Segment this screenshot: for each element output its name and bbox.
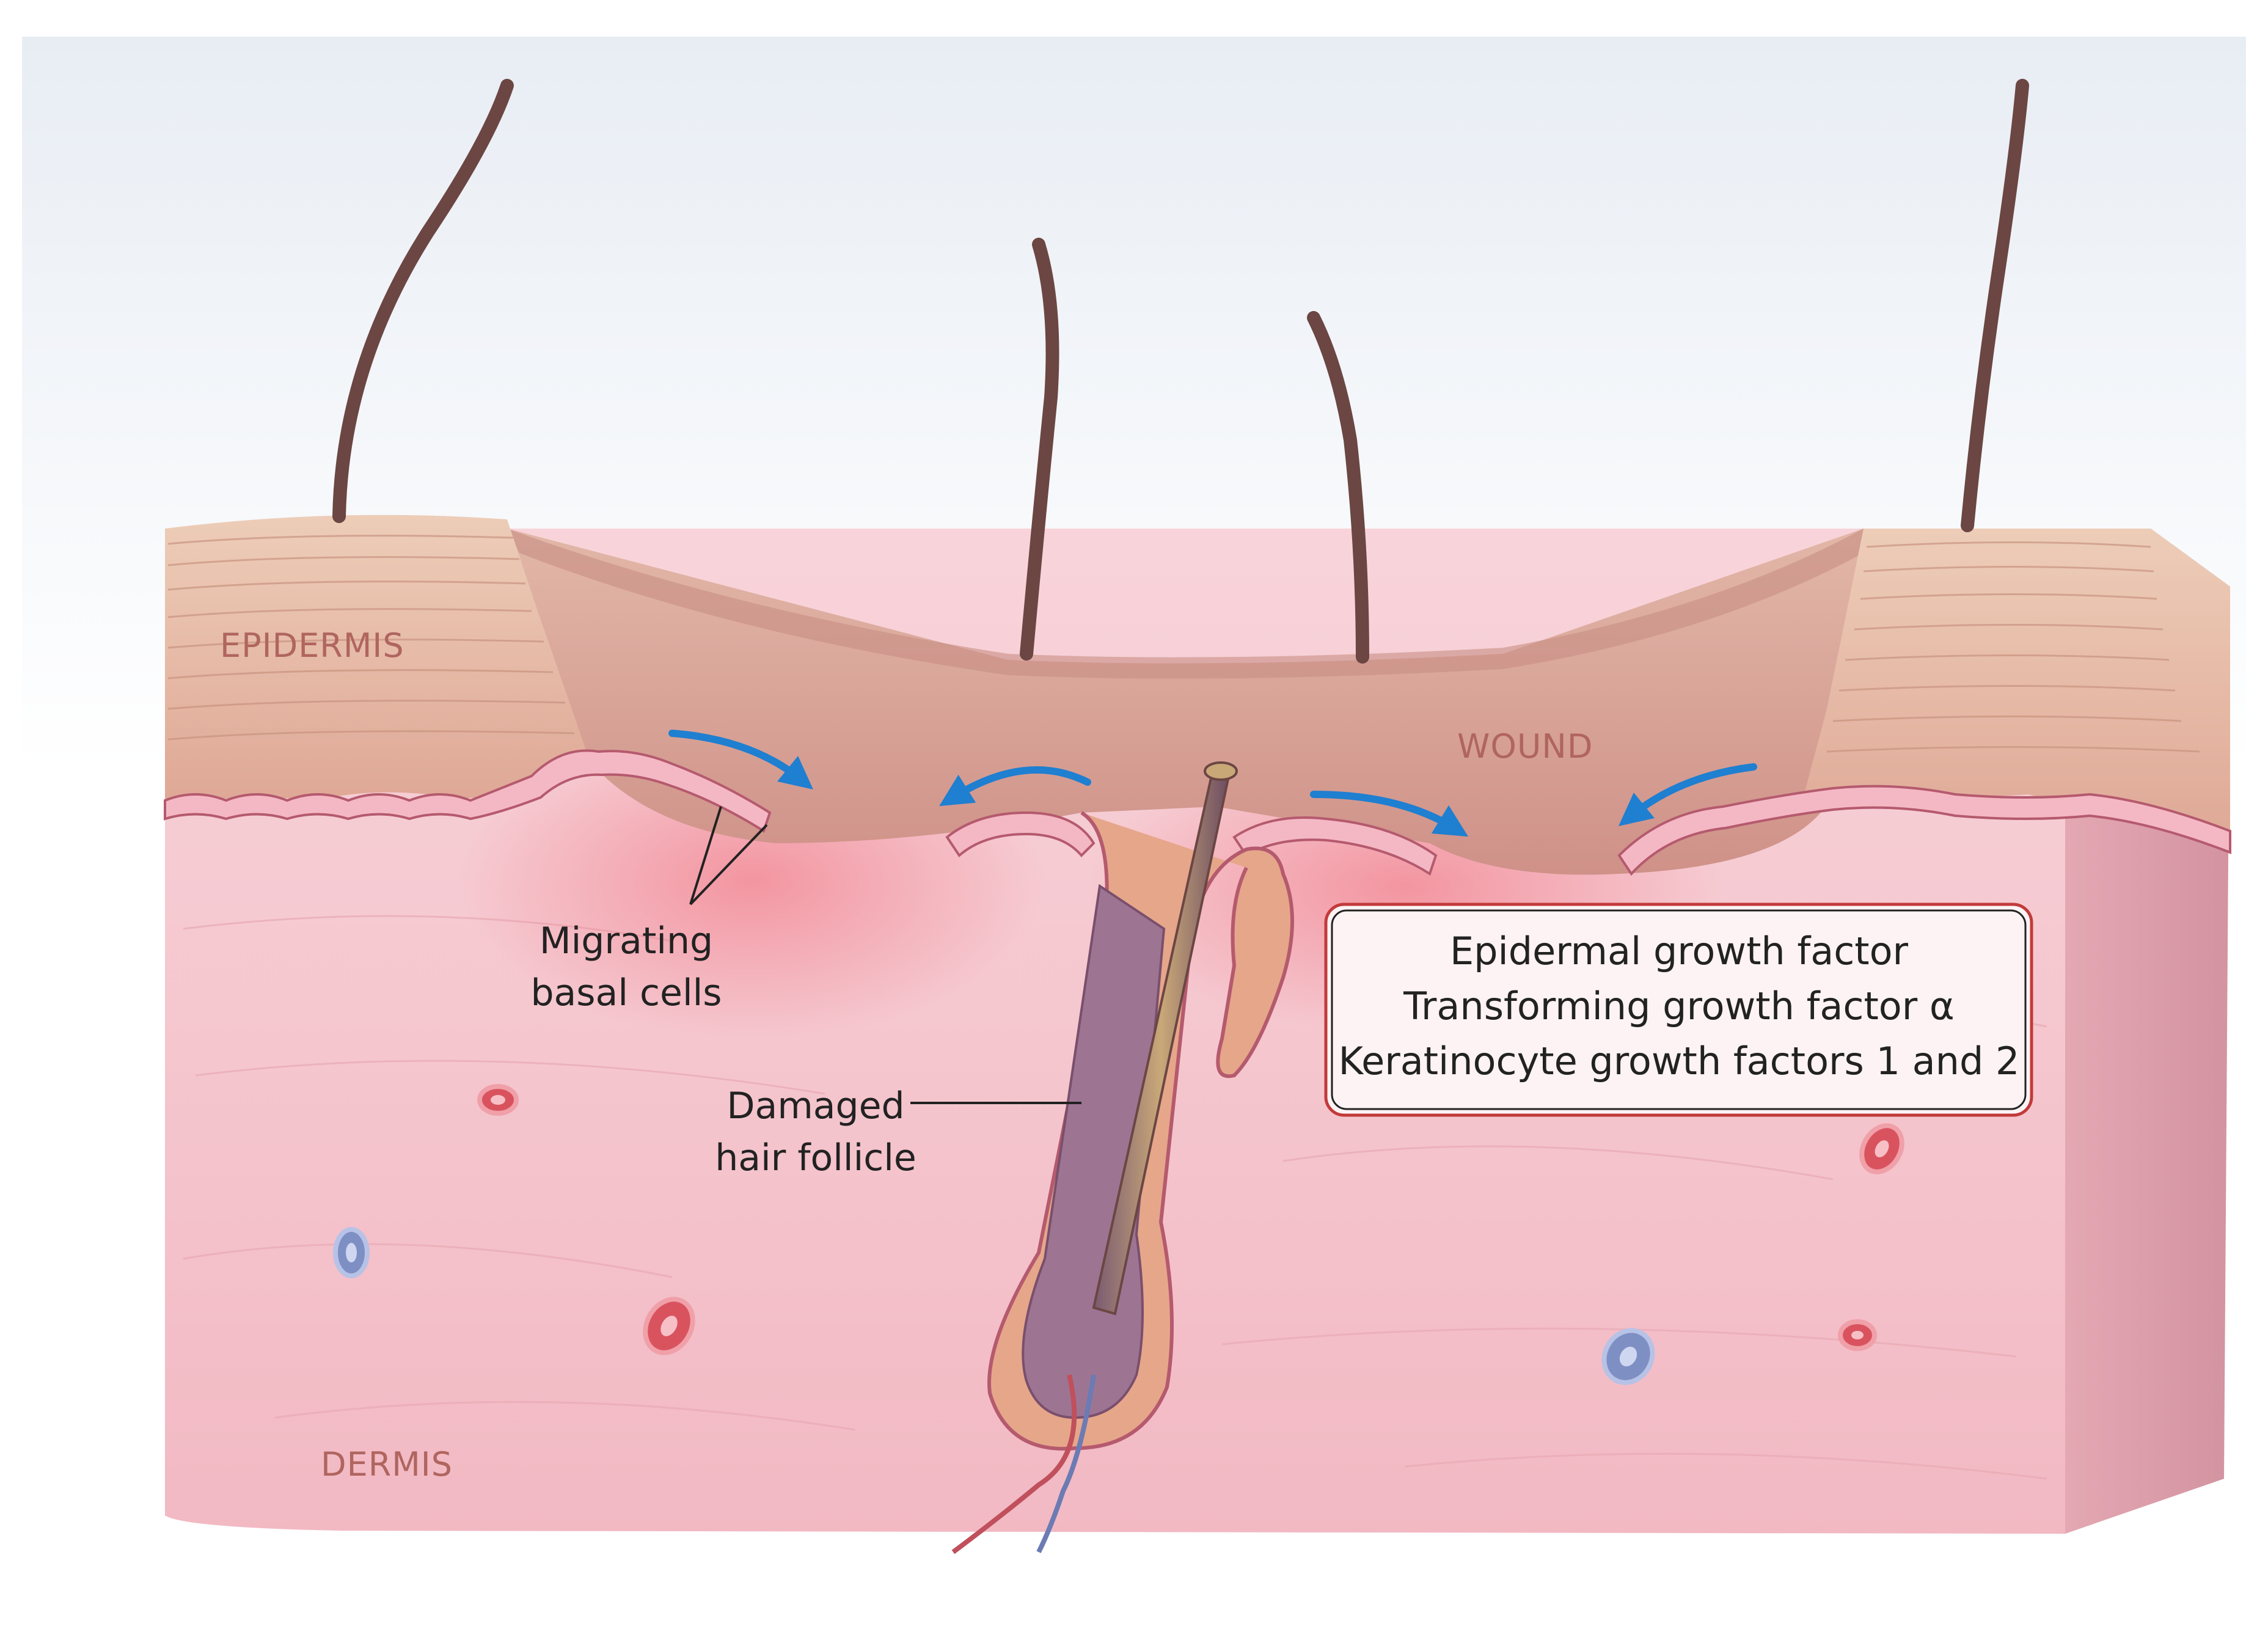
epidermis-left-block bbox=[165, 515, 587, 800]
migrating-basal-cells-callout: Migrating basal cells bbox=[530, 806, 768, 1014]
damaged-label-line2: hair follicle bbox=[715, 1137, 916, 1179]
hairs bbox=[332, 79, 2029, 664]
vessel-cross-section-icon bbox=[477, 1084, 519, 1116]
hair-center-left bbox=[1020, 238, 1059, 661]
wound-rim bbox=[507, 529, 1864, 679]
epidermis-label: EPIDERMIS bbox=[220, 626, 404, 665]
dermis-label: DERMIS bbox=[321, 1445, 453, 1484]
hair-center-right bbox=[1307, 311, 1369, 664]
growth-factor-item: Keratinocyte growth factors 1 and 2 bbox=[1339, 1039, 2020, 1083]
migration-arrows bbox=[668, 730, 1757, 837]
vessel-cross-section-icon bbox=[1838, 1319, 1877, 1351]
epidermis-left-texture bbox=[167, 535, 575, 741]
basal-cell-layers bbox=[164, 749, 2231, 876]
wound-bed bbox=[507, 529, 1864, 875]
hair-right bbox=[1961, 79, 2029, 532]
migrating-label-line2: basal cells bbox=[530, 972, 722, 1014]
blood-vessels bbox=[333, 1069, 1904, 1385]
epidermis-right-texture bbox=[1826, 541, 2200, 753]
migrating-label-line1: Migrating bbox=[540, 920, 713, 962]
curved-arrow-icon bbox=[668, 730, 813, 790]
growth-factors-box: Epidermal growth factor Transforming gro… bbox=[1324, 903, 2033, 1117]
wound-label: WOUND bbox=[1457, 727, 1593, 766]
vessel-cross-section-icon bbox=[643, 1297, 695, 1355]
damaged-label-line1: Damaged bbox=[726, 1085, 904, 1127]
vessel-cross-section-icon bbox=[333, 1227, 370, 1278]
hair-left bbox=[332, 79, 514, 523]
growth-factor-item: Epidermal growth factor bbox=[1450, 929, 1909, 973]
curved-arrow-icon bbox=[1619, 763, 1757, 827]
damaged-follicle-callout: Damaged hair follicle bbox=[715, 1085, 1081, 1179]
vessel-cross-section-icon bbox=[1859, 1123, 1904, 1174]
curved-arrow-icon bbox=[939, 766, 1091, 807]
damaged-hair-follicle bbox=[951, 761, 1294, 1555]
vessel-cross-section-icon bbox=[1601, 1328, 1655, 1385]
curved-arrow-icon bbox=[1310, 791, 1469, 837]
growth-factor-item: Transforming growth factor α bbox=[1403, 984, 1955, 1028]
